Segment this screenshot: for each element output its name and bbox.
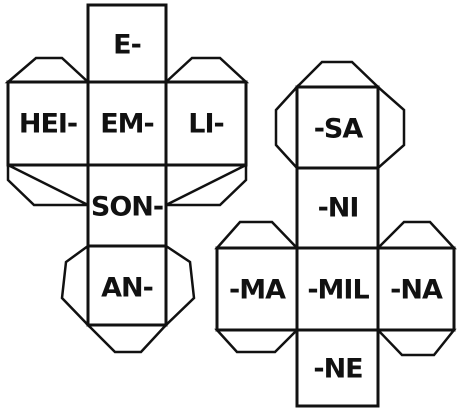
cell-ma: -MA (215, 246, 299, 332)
cell-an: AN- (86, 244, 168, 327)
flap-right-top-left (274, 83, 299, 172)
cell-label: -MA (229, 275, 286, 306)
right-net: -SA -NI -MA -MIL -NA -NE (215, 85, 456, 408)
cell-label: -MIL (307, 275, 369, 306)
cell-label: -NI (318, 193, 359, 224)
flap-right-top-right (376, 84, 406, 171)
cell-ne: -NE (295, 328, 380, 408)
cell-son: SON- (86, 163, 168, 248)
cell-label: -NE (313, 354, 362, 385)
cell-label: EM- (100, 109, 154, 140)
flap-left-top-left (4, 56, 92, 84)
cell-em: EM- (86, 80, 168, 167)
flap-left-top-right (162, 56, 250, 84)
cell-label: LI- (188, 109, 223, 140)
flap-left-bottom (84, 323, 169, 354)
cell-label: -SA (314, 114, 364, 145)
flap-right-low-left (214, 328, 301, 354)
cell-mil: -MIL (295, 246, 380, 332)
cell-label: HEI- (19, 109, 77, 140)
cell-label: E- (113, 30, 141, 61)
cell-sa: -SA (295, 85, 380, 170)
flap-right-mid-left (214, 220, 300, 250)
flap-left-bottom-left (60, 243, 90, 329)
flap-right-mid-right (374, 220, 457, 250)
left-net: E- HEI- EM- LI- SON- AN- (6, 3, 248, 327)
cell-hei: HEI- (6, 80, 90, 167)
cell-label: SON- (91, 192, 163, 223)
cell-ni: -NI (295, 166, 380, 250)
flap-left-side-right (165, 162, 248, 207)
flap-right-low-right (375, 328, 457, 357)
flap-left-side-left (6, 162, 89, 207)
flap-left-bottom-right (164, 243, 196, 328)
left-net-flaps (4, 56, 250, 354)
cell-label: -NA (390, 275, 443, 306)
cell-li: LI- (164, 80, 248, 167)
cell-e: E- (86, 3, 168, 84)
cell-label: AN- (101, 273, 153, 304)
cell-na: -NA (376, 246, 456, 332)
flap-right-top (293, 60, 382, 89)
